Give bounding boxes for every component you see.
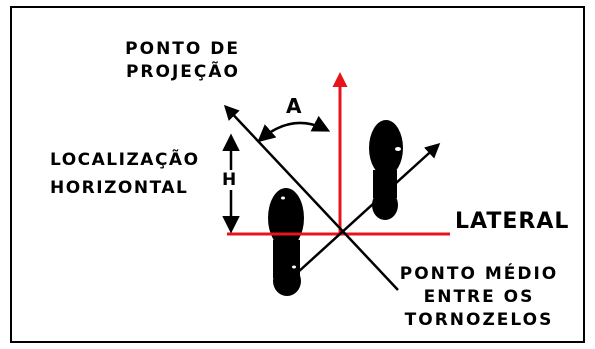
projection-line-arrow <box>223 104 399 291</box>
left-shoe-icon <box>268 188 304 296</box>
right-shoe-icon <box>369 120 403 220</box>
horizontal-location-label: LOCALIZAÇÃO HORIZONTAL <box>50 150 200 198</box>
ankle-midpoint-label: PONTO MÉDIO ENTRE OS TORNOZELOS <box>399 264 559 330</box>
angle-arc <box>257 115 331 143</box>
feet-orientation-arrow <box>296 142 441 274</box>
lateral-label: LATERAL <box>455 209 570 234</box>
angle-label: A <box>286 94 302 118</box>
projection-point-label: PONTO DE PROJEÇÃO <box>125 39 240 82</box>
height-label: H <box>222 170 237 190</box>
